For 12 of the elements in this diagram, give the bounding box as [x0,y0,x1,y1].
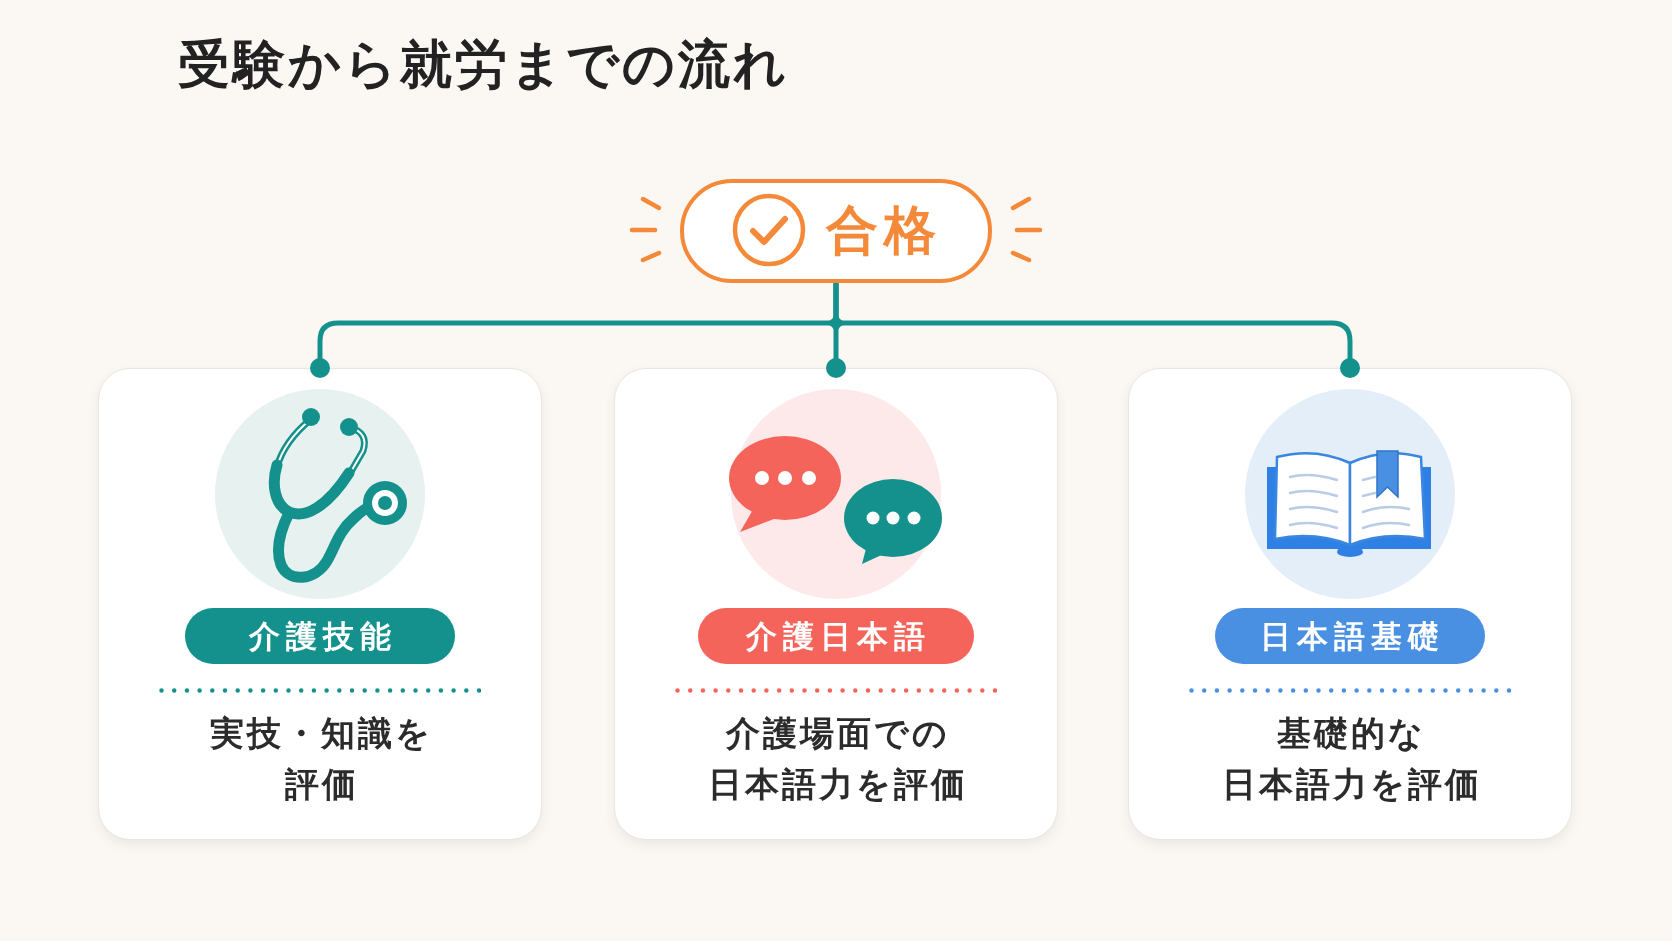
description-text: 介護場面での日本語力を評価 [706,712,968,806]
card [1128,368,1572,840]
description-text: 実技・知識を評価 [209,712,433,806]
title: 受験から就労までの流れ [178,33,789,96]
description-text: 基礎的な日本語力を評価 [1220,712,1482,806]
category-badge: 介護技能 [184,607,455,664]
card [98,368,542,840]
category-badge: 介護日本語 [697,607,974,664]
result-label: 合格 [824,199,942,260]
card [614,368,1058,840]
connector-line [833,283,1360,378]
category-badge: 日本語基礎 [1214,607,1485,664]
